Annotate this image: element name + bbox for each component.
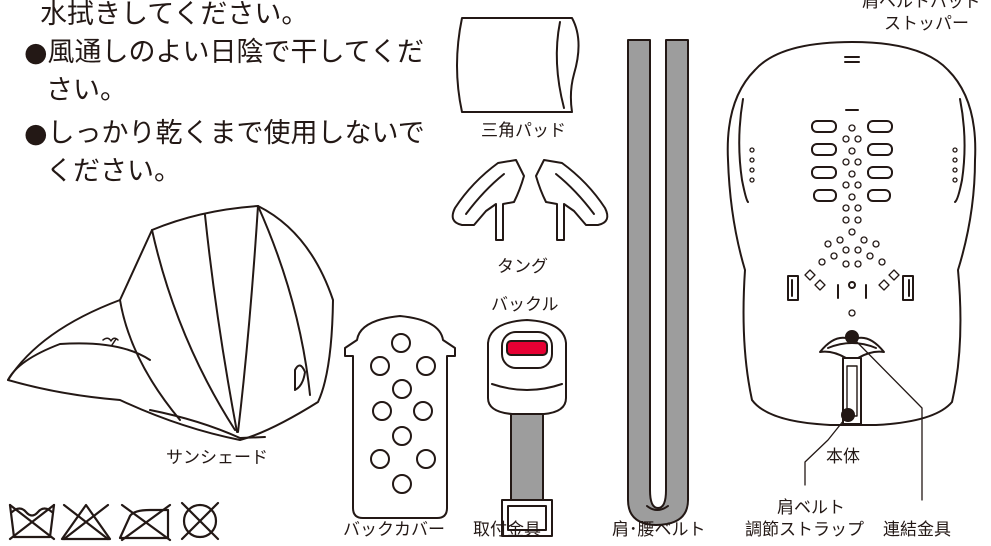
instruction-line-1: 水拭きしてください。 bbox=[40, 0, 309, 30]
tongue-illustration bbox=[451, 159, 609, 241]
label-shoulder-waist-belt: 肩･腰ベルト bbox=[612, 520, 706, 540]
label-shoulder-pad-stopper-2: ストッパー bbox=[884, 14, 969, 34]
label-shoulder-pad-stopper-1: 肩ベルトパッド bbox=[862, 0, 981, 12]
do-not-iron-icon bbox=[118, 503, 172, 542]
label-connector: 連結金具 bbox=[883, 520, 951, 540]
care-symbols bbox=[8, 501, 220, 542]
back-cover-illustration bbox=[344, 315, 456, 519]
do-not-bleach-icon bbox=[60, 503, 112, 541]
shoulder-waist-belt-illustration bbox=[627, 39, 689, 526]
label-back-cover: バックカバー bbox=[343, 520, 445, 540]
main-body-illustration bbox=[726, 41, 977, 501]
label-main-body: 本体 bbox=[826, 447, 860, 467]
buckle-illustration bbox=[487, 319, 567, 537]
instruction-line-2: ●風通しのよい日陰で干してくだ bbox=[24, 37, 424, 68]
instruction-line-3: さい。 bbox=[46, 75, 127, 106]
label-mount-bracket: 取付金具 bbox=[473, 520, 541, 540]
instruction-line-5: ください。 bbox=[46, 156, 181, 187]
label-tongue: タング bbox=[497, 257, 548, 277]
do-not-wash-icon bbox=[8, 503, 56, 541]
triangle-pad-illustration bbox=[456, 17, 580, 113]
label-sunshade: サンシェード bbox=[166, 448, 268, 468]
instruction-line-4: ●しっかり乾くまで使用しないで bbox=[24, 118, 425, 149]
label-adjust-strap: 調節ストラップ bbox=[745, 520, 864, 540]
label-triangle-pad: 三角パッド bbox=[481, 121, 566, 141]
sunshade-illustration bbox=[7, 205, 334, 441]
do-not-dry-clean-icon bbox=[180, 501, 220, 541]
label-shoulder-belt: 肩ベルト bbox=[777, 498, 845, 518]
label-buckle: バックル bbox=[491, 295, 559, 315]
